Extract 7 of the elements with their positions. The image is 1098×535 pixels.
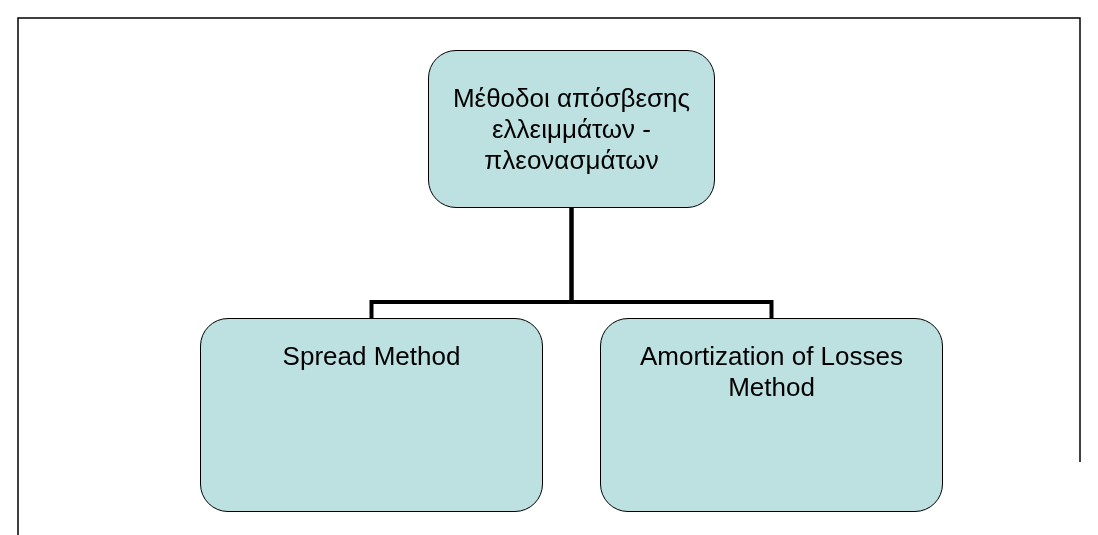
box-label: Spread Method [282, 341, 461, 372]
rounded-box [428, 50, 715, 208]
rounded-box [600, 318, 943, 512]
rounded-box [200, 318, 543, 512]
box-label: Μέθοδοι απόσβεσης ελλειμμάτων - πλεονασμάτων [451, 82, 692, 176]
box-label: Amortization of Losses Method [639, 341, 904, 403]
connector-line [569, 208, 774, 318]
